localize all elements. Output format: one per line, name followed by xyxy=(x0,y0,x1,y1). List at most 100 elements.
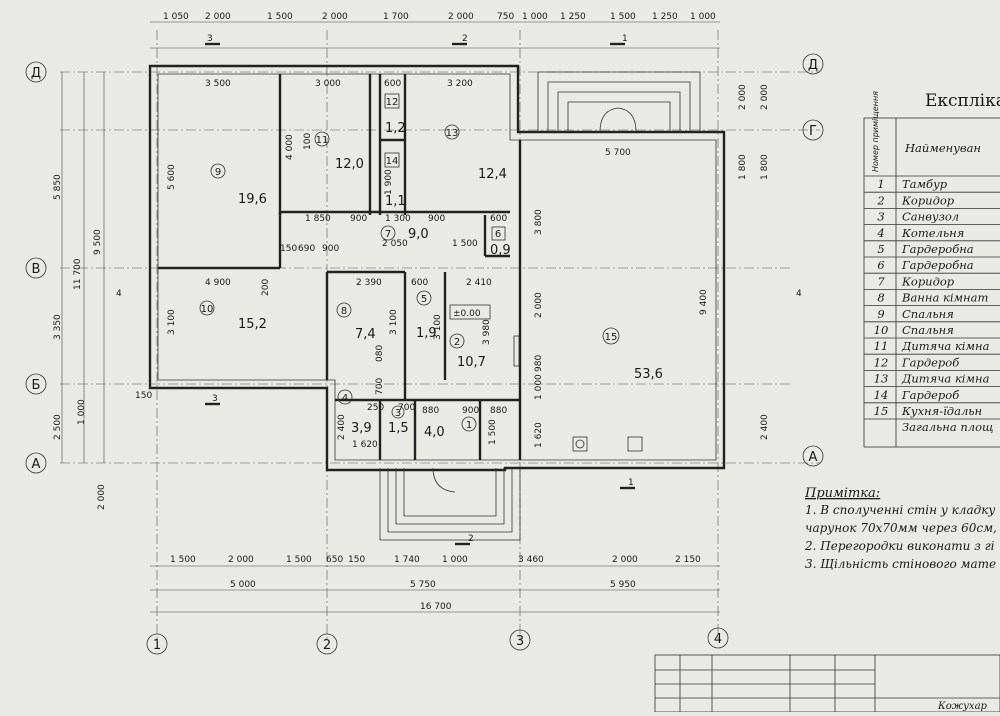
legend-row-name: Котельня xyxy=(901,226,964,240)
stamp-name: Кожухар xyxy=(937,701,988,712)
room-number: 14 xyxy=(386,156,399,167)
dim-bottom1-0: 1 500 xyxy=(170,555,196,565)
entrance-steps xyxy=(379,467,521,541)
dim-inner-3800: 3 800 xyxy=(534,209,544,235)
legend-row-name: Дитяча кімна xyxy=(901,339,990,353)
dim-inner-3100b: 3 100 xyxy=(389,309,399,335)
dim-inner-600: 600 xyxy=(384,79,401,89)
note-line-2: чарунок 70х70мм через 60см, xyxy=(805,521,997,535)
dim-inner-4900: 4 900 xyxy=(205,278,231,288)
legend-row-num: 5 xyxy=(877,242,884,256)
dim-bottom1-1: 2 000 xyxy=(228,555,254,565)
dim-top-1: 2 000 xyxy=(205,12,231,22)
axis-label-a: А xyxy=(32,457,41,472)
axis-label-d-right: Д xyxy=(808,58,818,73)
dim-inner-690: 690 xyxy=(298,244,315,254)
dim-inner-3100c: 3 100 xyxy=(433,314,443,340)
legend-row-num: 11 xyxy=(874,339,889,353)
dim-inner-600b: 600 xyxy=(411,278,428,288)
axis-label-g-right: Г xyxy=(809,124,817,139)
dim-inner-3100: 3 100 xyxy=(167,309,177,335)
room-1: 1 4,0 xyxy=(424,416,477,440)
legend-row-num: 8 xyxy=(877,291,884,305)
room-number: 3 xyxy=(395,408,401,419)
room-number: 6 xyxy=(495,229,501,240)
section-mark-3-top: 3 xyxy=(207,34,213,44)
room-13: 13 12,4 xyxy=(444,124,507,182)
dim-inner-5600: 5 600 xyxy=(167,164,177,190)
exterior-walls xyxy=(148,64,726,472)
axis-label-3: 3 xyxy=(516,634,524,649)
dim-inner-1900: 1 900 xyxy=(384,169,394,195)
dim-inner-880b: 880 xyxy=(490,406,507,416)
dim-right-1800b: 1 800 xyxy=(738,154,748,180)
dim-inner-700: 700 xyxy=(398,403,415,413)
dim-left-2000: 2 000 xyxy=(97,484,107,510)
dim-inner-880: 880 xyxy=(422,406,439,416)
dim-top-11: 1 000 xyxy=(690,12,716,22)
legend-row-num: 9 xyxy=(877,307,884,321)
room-number: 8 xyxy=(341,306,347,317)
dim-inner-2400: 2 400 xyxy=(337,414,347,440)
room-2: 2 10,7 xyxy=(449,333,486,370)
dim-left-3350: 3 350 xyxy=(53,314,63,340)
axis-label-v: В xyxy=(32,262,41,277)
legend-row-name: Тамбур xyxy=(902,177,948,191)
dim-inner-4000: 4 000 xyxy=(285,134,295,160)
legend-row-name: Гардероб xyxy=(901,355,960,369)
dim-inner-1300: 1 300 xyxy=(385,214,411,224)
axis-label-a-right: А xyxy=(809,450,818,465)
room-7: 7 9,0 xyxy=(380,225,429,242)
room-number: 10 xyxy=(201,304,214,315)
dim-inner-1500: 1 500 xyxy=(452,239,478,249)
room-5: 5 1,9 xyxy=(416,290,437,341)
legend-row-name: Коридор xyxy=(901,193,955,207)
dim-left-2500: 2 500 xyxy=(53,414,63,440)
dim-inner-1500b: 1 500 xyxy=(488,419,498,445)
axis-label-b: Б xyxy=(32,378,41,393)
dimension-chain-left: 5 850 3 350 2 500 11 700 9 500 xyxy=(53,72,105,463)
dim-bottom1-8: 2 000 xyxy=(612,555,638,565)
section-mark-1-bottom: 1 xyxy=(628,478,634,488)
dim-inner-3000: 3 000 xyxy=(315,79,341,89)
title-block: Кожухар xyxy=(654,654,1000,713)
dimension-chain-top: 1 050 2 000 1 500 2 000 1 700 2 000 750 … xyxy=(150,12,720,49)
room-area: 0,9 xyxy=(490,243,511,258)
dim-inner-900d: 900 xyxy=(462,406,479,416)
dim-top-6: 750 xyxy=(497,12,514,22)
legend-row-num: 4 xyxy=(876,226,884,240)
dim-inner-3980: 3 980 xyxy=(482,319,492,345)
dim-inner-200: 200 xyxy=(261,279,271,296)
dim-top-9: 1 500 xyxy=(610,12,636,22)
dim-bottom1-4: 150 xyxy=(348,555,365,565)
legend-row-name: Дитяча кімна xyxy=(901,372,990,386)
dim-bottom1-9: 2 150 xyxy=(675,555,701,565)
note-line-1: 1. В сполученні стін у кладку xyxy=(805,503,995,517)
room-number: 15 xyxy=(605,332,618,343)
room-3: 3 1,5 xyxy=(388,405,409,436)
room-number: 9 xyxy=(215,167,221,178)
room-6: 6 0,9 xyxy=(490,226,511,258)
dim-bottom1-2: 1 500 xyxy=(286,555,312,565)
room-area: 15,2 xyxy=(238,317,267,332)
dim-top-3: 2 000 xyxy=(322,12,348,22)
dim-left-1000: 1 000 xyxy=(77,399,87,425)
room-area: 12,4 xyxy=(478,167,507,182)
legend-row-num: 12 xyxy=(874,355,889,369)
dim-inner-100: 100 xyxy=(303,133,313,150)
room-number: 7 xyxy=(385,229,391,240)
dim-right-2400: 2 400 xyxy=(760,414,770,440)
kitchen-fixtures xyxy=(513,335,643,452)
section-mark-4-right: 4 xyxy=(796,289,802,299)
room-number: 5 xyxy=(421,294,427,305)
axis-bubbles-horizontal: Д В Б А Д Г А xyxy=(25,53,824,474)
section-mark-2-bottom: 2 xyxy=(468,534,474,544)
legend-row-name: Спальня xyxy=(902,307,954,321)
dim-bottom2-0: 5 000 xyxy=(230,580,256,590)
terrace-top xyxy=(537,71,701,133)
dim-inner-2390: 2 390 xyxy=(356,278,382,288)
legend-row-num: 7 xyxy=(877,274,885,288)
